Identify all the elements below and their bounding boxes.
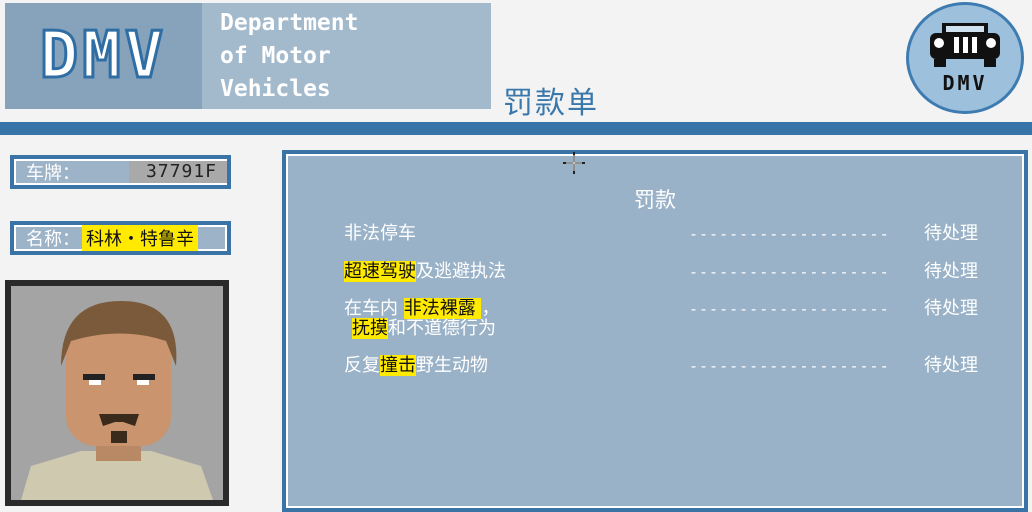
fine-row: 超速驾驶及逃避执法 -------------------- 待处理	[344, 261, 978, 282]
fine-row: 在车内 非法裸露 ， 抚摸和不道德行为 --------------------…	[344, 298, 978, 339]
fine-text-highlight: 抚摸	[352, 318, 388, 339]
fine-text-highlight: 非法裸露	[403, 298, 482, 319]
fine-text-highlight: 撞击	[380, 355, 416, 376]
crosshair-cursor-icon	[563, 152, 585, 174]
fine-text: 反复	[344, 355, 380, 376]
fine-text: 非法停车	[344, 223, 416, 244]
fines-title: 罚款	[634, 188, 676, 212]
name-label: 名称：	[26, 229, 80, 250]
badge-text: DMV	[942, 71, 988, 95]
header-divider	[0, 122, 1032, 135]
fine-status: 待处理	[924, 355, 978, 376]
driver-portrait	[5, 280, 229, 506]
fine-text: 野生动物	[416, 355, 488, 376]
car-icon	[930, 23, 1000, 67]
fines-panel: 罚款 非法停车 -------------------- 待处理 超速驾驶及逃避…	[282, 150, 1028, 512]
dmv-banner: DMV Department of Motor Vehicles	[5, 3, 491, 109]
dept-line: of Motor	[220, 43, 331, 69]
name-field: 名称： 科林・特鲁辛	[10, 221, 231, 255]
fine-row: 非法停车 -------------------- 待处理	[344, 224, 978, 244]
fine-text: 和不道德行为	[388, 318, 496, 339]
license-plate-field: 车牌： 37791F	[10, 155, 231, 189]
fine-text: ，	[481, 298, 500, 319]
fine-text-highlight: 超速驾驶	[344, 261, 416, 282]
fine-status: 待处理	[924, 298, 978, 319]
fine-text: 在车内	[344, 298, 404, 319]
dash-leader: --------------------	[689, 263, 890, 281]
dept-line: Vehicles	[220, 76, 331, 102]
fine-row: 反复撞击野生动物 -------------------- 待处理	[344, 355, 978, 376]
dept-line: Department	[220, 10, 359, 36]
dash-leader: --------------------	[689, 300, 890, 318]
plate-label: 车牌：	[26, 163, 80, 184]
dash-leader: --------------------	[689, 357, 890, 375]
plate-value: 37791F	[129, 161, 227, 183]
fine-text: 及逃避执法	[416, 261, 506, 282]
dmv-badge-icon: DMV	[906, 2, 1024, 114]
name-value: 科林・特鲁辛	[82, 225, 198, 251]
department-name: Department of Motor Vehicles	[202, 3, 358, 109]
dash-leader: --------------------	[689, 225, 890, 243]
document-title: 罚款单	[503, 86, 599, 121]
dmv-logo-text: DMV	[38, 18, 168, 95]
fine-status: 待处理	[924, 223, 978, 244]
fine-status: 待处理	[924, 261, 978, 282]
